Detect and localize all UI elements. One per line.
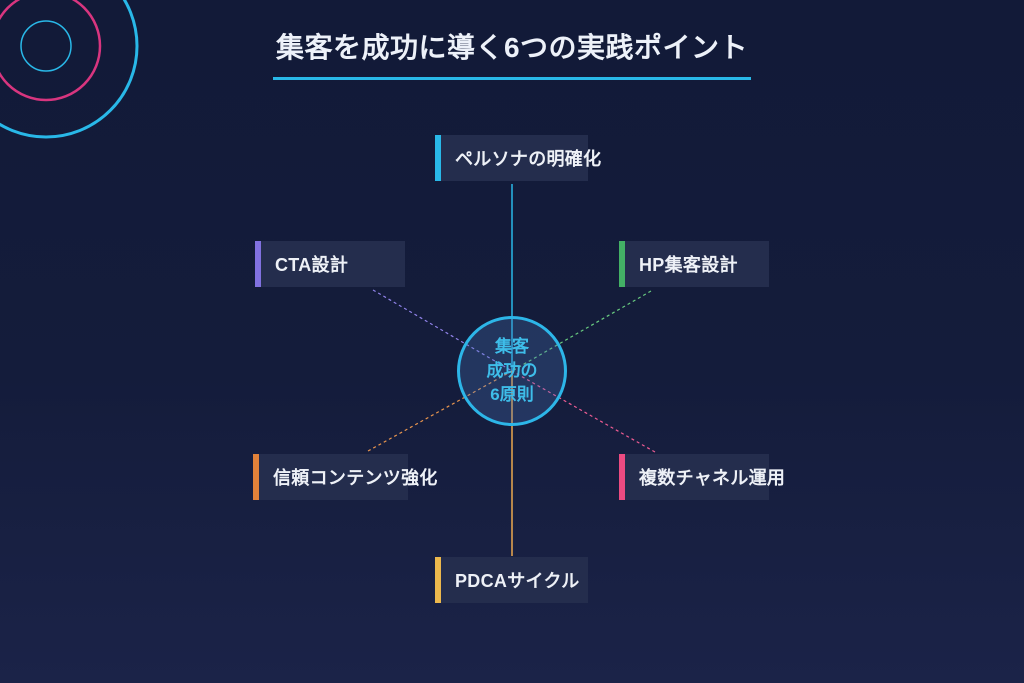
node-pdca: PDCAサイクル [435, 557, 588, 603]
node-persona: ペルソナの明確化 [435, 135, 601, 181]
page-title: 集客を成功に導く6つの実践ポイント [272, 26, 752, 80]
node-cta-label: CTA設計 [275, 255, 349, 275]
title-container: 集客を成功に導く6つの実践ポイント [0, 26, 1024, 80]
node-multi-channel-label: 複数チャネル運用 [639, 468, 786, 488]
node-trust: 信頼コンテンツ強化 [253, 454, 437, 500]
node-trust-label: 信頼コンテンツ強化 [273, 468, 438, 488]
node-pdca-label: PDCAサイクル [455, 571, 580, 591]
center-hub-text-line1: 集客 [495, 337, 529, 356]
node-persona-label: ペルソナの明確化 [455, 149, 602, 169]
center-hub-text-line3: 6原則 [490, 385, 534, 404]
center-hub-circle: 集客 成功の 6原則 [457, 316, 567, 426]
node-hp: HP集客設計 [619, 241, 769, 287]
node-hp-label: HP集客設計 [639, 255, 738, 275]
node-multi-channel: 複数チャネル運用 [619, 454, 785, 500]
center-hub-text-line2: 成功の [486, 361, 538, 380]
node-cta: CTA設計 [255, 241, 405, 287]
